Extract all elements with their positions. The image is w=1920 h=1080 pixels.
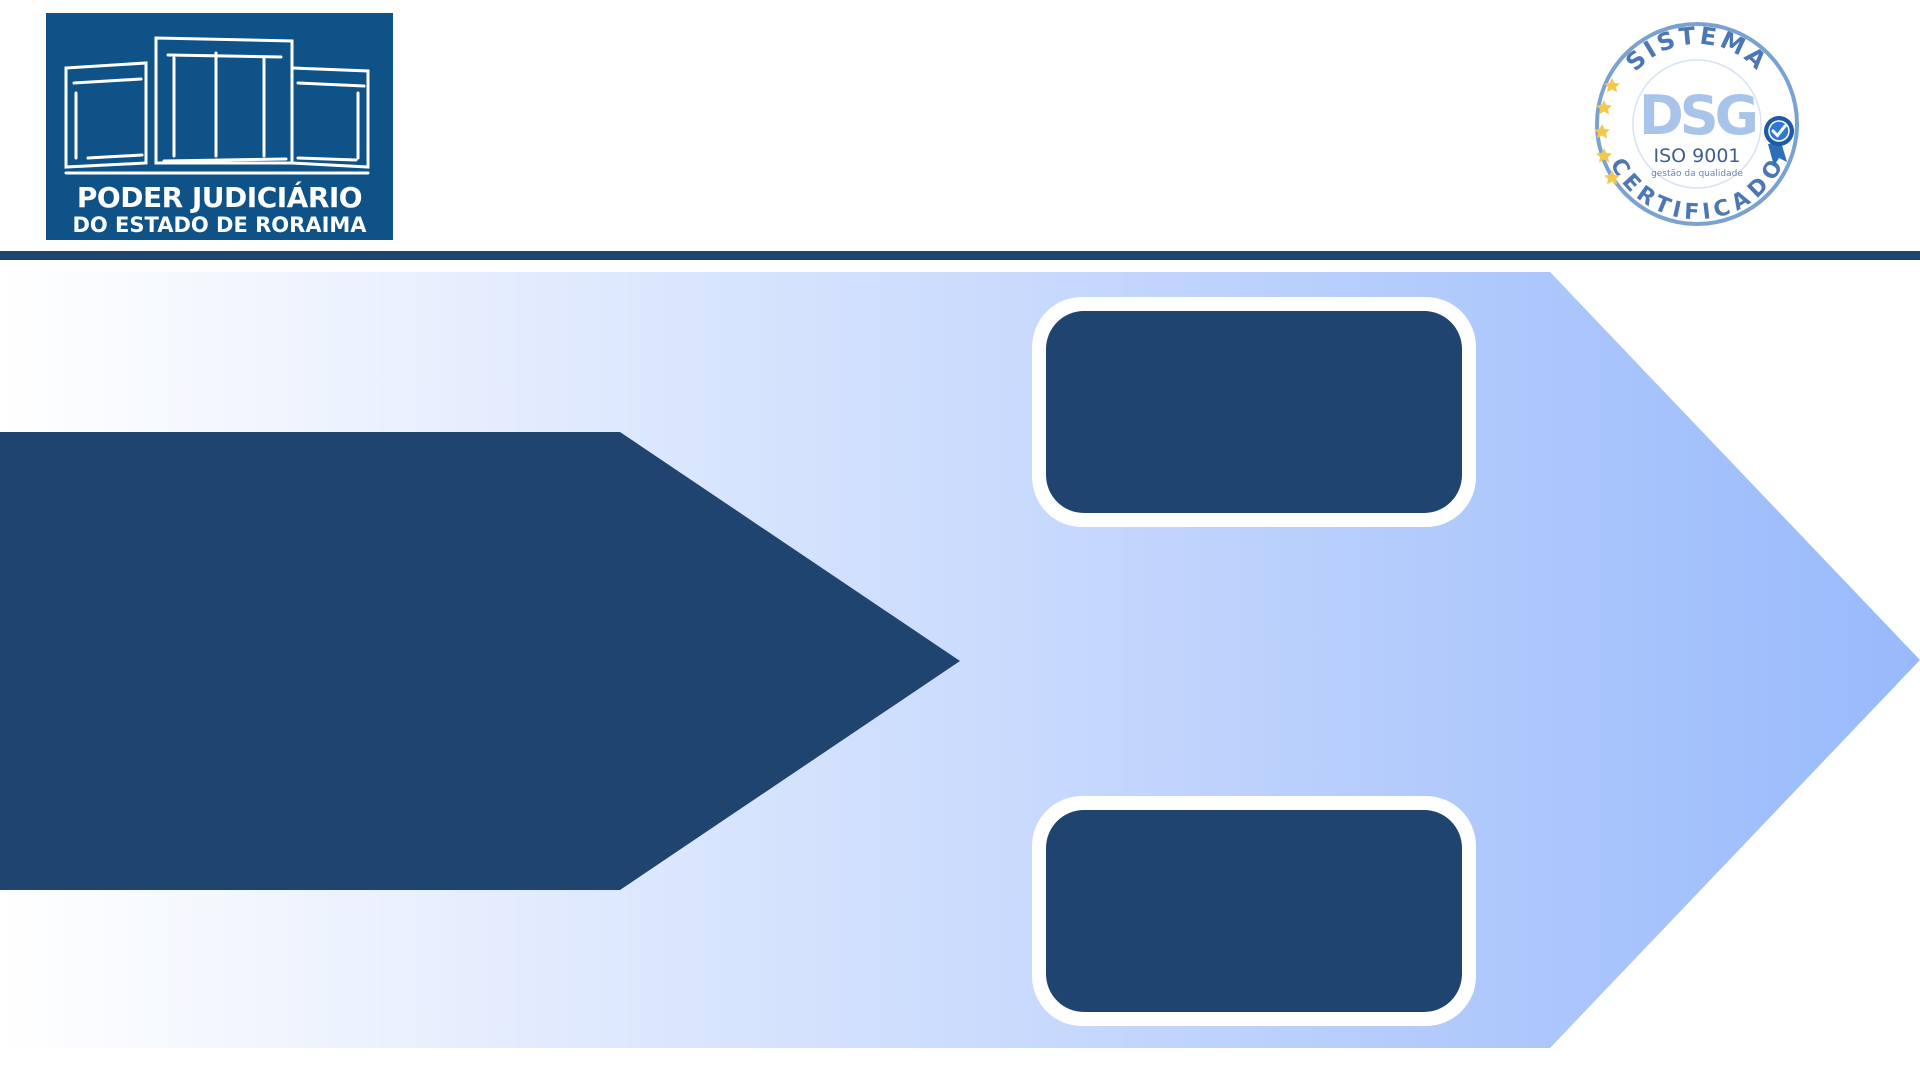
logo-subtitle: DO ESTADO DE RORAIMA: [72, 213, 367, 237]
seal-tagline: gestão da qualidade: [1651, 169, 1743, 179]
verified-badge-icon: [1764, 116, 1794, 166]
bottom-rounded-box: [1032, 796, 1476, 1026]
building-columns-icon: [64, 36, 370, 175]
navy-left-arrow: [0, 432, 960, 890]
top-rounded-box: [1032, 297, 1476, 527]
seal-standard: ISO 9001: [1653, 145, 1740, 167]
top-box-label: [1046, 311, 1462, 513]
seal-stars-icon: [1594, 78, 1620, 185]
logo-title: PODER JUDICIÁRIO: [76, 181, 363, 214]
header-divider: [0, 251, 1920, 260]
iso-certification-seal: SISTEMA CERTIFICADO DSG ISO 9001 gestão …: [1594, 22, 1799, 226]
poder-judiciario-logo: PODER JUDICIÁRIO DO ESTADO DE RORAIMA: [46, 13, 393, 240]
bottom-box-label: [1046, 810, 1462, 1012]
seal-brand: DSG: [1639, 84, 1756, 147]
